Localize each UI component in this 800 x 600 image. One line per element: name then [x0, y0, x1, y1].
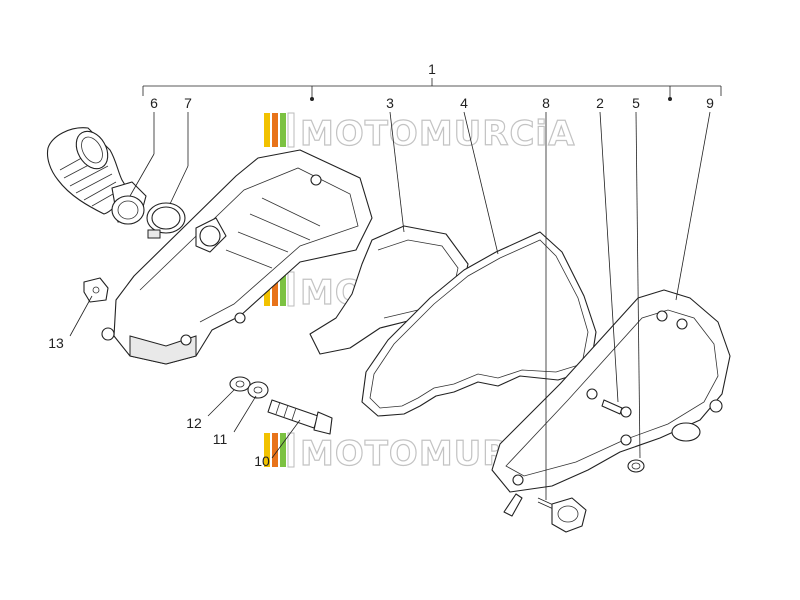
lock-washer [247, 381, 269, 399]
callout-2: 2 [596, 95, 604, 111]
air-box-housing [101, 149, 373, 365]
callout-11: 11 [213, 431, 228, 447]
callout-13: 13 [48, 335, 64, 351]
callout-8: 8 [542, 95, 550, 111]
grommet [627, 459, 645, 473]
callout-9: 9 [706, 95, 714, 111]
callout-4: 4 [460, 95, 468, 111]
svg-text:MOTOMURCiA: MOTOMURCiA [300, 114, 575, 154]
gasket [361, 231, 597, 417]
callout-6: 6 [150, 95, 158, 111]
assembly-bracket [142, 78, 722, 101]
screw [601, 399, 632, 418]
callouts: 1 6 7 3 4 8 2 5 9 13 12 11 10 [48, 61, 714, 469]
bolt [267, 399, 333, 435]
air-box-cover [491, 289, 731, 493]
callout-3: 3 [386, 95, 394, 111]
callout-12: 12 [186, 415, 202, 431]
callout-10: 10 [254, 453, 270, 469]
callout-5: 5 [632, 95, 640, 111]
callout-1: 1 [428, 61, 436, 77]
drain-knob [503, 493, 587, 533]
intake-hose [46, 127, 147, 225]
clip [83, 277, 109, 303]
washer [229, 376, 251, 392]
watermark-top: MOTOMURCiA [264, 112, 575, 155]
leader-lines [69, 111, 711, 500]
callout-7: 7 [184, 95, 192, 111]
hose-clamp [146, 202, 186, 239]
